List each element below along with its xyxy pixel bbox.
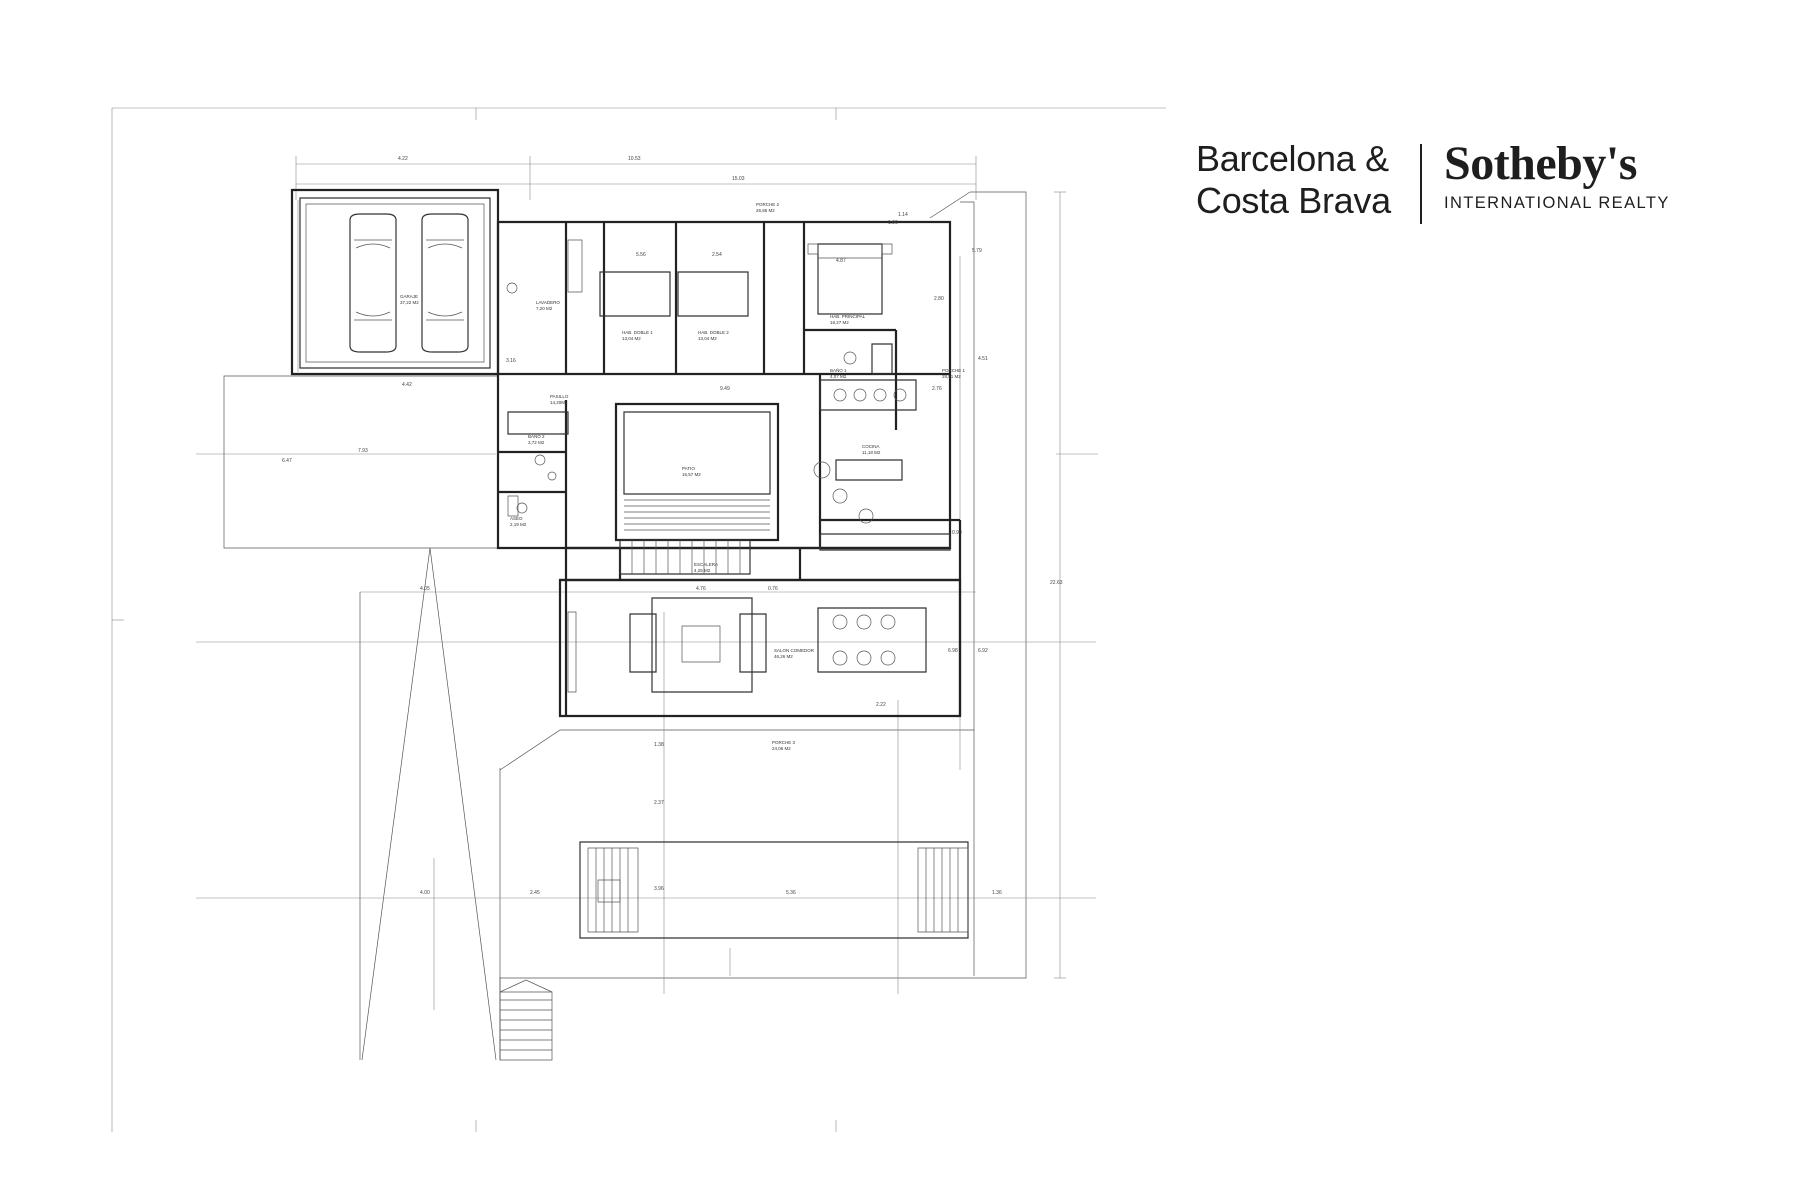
dimension-label: 1.36 (992, 890, 1002, 896)
dimension-label: 0.90 (952, 530, 962, 536)
brand-wordmark: Sotheby's INTERNATIONAL REALTY (1444, 138, 1670, 213)
dimension-label: 4.87 (836, 258, 846, 264)
dimension-label: 3.16 (506, 358, 516, 364)
dimension-label: 5.36 (786, 890, 796, 896)
room-area: 37,22 M2 (400, 300, 419, 305)
room-area: 16,57 M2 (682, 472, 701, 477)
room-area: 11,18 M2 (862, 450, 881, 455)
room-name: ESCALERA (694, 562, 718, 567)
kitchen (814, 380, 950, 550)
room-area: 18,27 M2 (830, 320, 849, 325)
dimension-label: 2.45 (530, 890, 540, 896)
dimension-label: 2.54 (712, 252, 722, 258)
dimension-label: 0.76 (768, 586, 778, 592)
room-name: GARAJE (400, 294, 418, 299)
brand-logo: Barcelona & Costa Brava Sotheby's INTERN… (1196, 138, 1668, 234)
dimension-label: 1.38 (654, 742, 664, 748)
dimension-label: 10.53 (628, 156, 641, 162)
dimension-label: 2.22 (876, 702, 886, 708)
room-area: 14,20M2 (550, 400, 568, 405)
room-name: PORCHE 1 (942, 368, 966, 373)
room-area: 3,72 M2 (528, 440, 545, 445)
room-labels: GARAJE 37,22 M2 LAVADERO 7,20 M2 HAB. DO… (400, 202, 966, 751)
dimension-label: 22.63 (1050, 580, 1063, 586)
dimension-label: 6.98 (948, 648, 958, 654)
office-name: Barcelona & Costa Brava (1196, 138, 1391, 222)
dimension-label: 3.96 (654, 886, 664, 892)
room-name: PORCHE 3 (772, 740, 796, 745)
office-name-line1: Barcelona & (1196, 138, 1389, 179)
room-name: HAB. PRINCIPAL (830, 314, 866, 319)
room-area: 2,19 M2 (510, 522, 527, 527)
dimension-label: 2.37 (654, 800, 664, 806)
dimension-label: 5.79 (972, 248, 982, 254)
dimension-label: 6.92 (978, 648, 988, 654)
room-name: PASILLO (550, 394, 569, 399)
dimension-label: 2.76 (932, 386, 942, 392)
bedroom-furniture (600, 244, 892, 316)
brand-name: Sotheby's (1444, 137, 1637, 190)
dimension-label: 15.03 (732, 176, 745, 182)
dimension-lines (196, 156, 1098, 1010)
brand-subtitle: INTERNATIONAL REALTY (1444, 194, 1670, 212)
dimension-label: 1.14 (898, 212, 908, 218)
dimension-label: 4.51 (978, 356, 988, 362)
room-name: HAB. DOBLE 2 (698, 330, 729, 335)
dimension-label: 1.86 (888, 220, 898, 226)
room-area: 13,04 M2 (622, 336, 641, 341)
room-area: 7,20 M2 (536, 306, 553, 311)
dimension-label: 4.00 (420, 890, 430, 896)
dimension-label: 4.05 (420, 586, 430, 592)
dimension-label: 4.42 (402, 382, 412, 388)
room-area: 28,51 M2 (942, 374, 961, 379)
living-dining-furniture (568, 598, 926, 692)
room-name: ASEO (510, 516, 523, 521)
room-name: LAVADERO (536, 300, 560, 305)
room-area: 13,04 M2 (698, 336, 717, 341)
dimension-label: 9.49 (720, 386, 730, 392)
office-name-line2: Costa Brava (1196, 180, 1391, 221)
dimension-label: 4.22 (398, 156, 408, 162)
room-name: BAÑO 2 (528, 433, 545, 439)
room-area: 24,06 M2 (772, 746, 791, 751)
room-name: HAB. DOBLE 1 (622, 330, 653, 335)
room-area: 4,07 M2 (830, 374, 847, 379)
room-area: 26,85 M2 (756, 208, 775, 213)
dimension-label: 4.76 (696, 586, 706, 592)
room-name: COCINA (862, 444, 880, 449)
room-name: PORCHE 2 (756, 202, 780, 207)
room-name: BAÑO 1 (830, 367, 847, 373)
room-area: 46,26 M2 (774, 654, 793, 659)
dimension-label: 2.80 (934, 296, 944, 302)
room-area: 4,25 M2 (694, 568, 711, 573)
sheet-frame (112, 108, 1166, 1132)
room-name: SALON COMEDOR (774, 648, 815, 653)
bathrooms (507, 240, 892, 516)
dimension-label: 7.93 (358, 448, 368, 454)
room-name: PATIO (682, 466, 695, 471)
dimension-labels: 4.22 10.53 15.03 1.14 5.56 4.87 2.54 1.8… (282, 156, 1063, 896)
dimension-label: 6.47 (282, 458, 292, 464)
terrace-deck (580, 842, 968, 938)
site-boundary (224, 192, 1026, 1060)
dimension-label: 5.56 (636, 252, 646, 258)
garage (292, 190, 498, 374)
stairs (620, 540, 750, 574)
logo-divider (1420, 144, 1422, 224)
